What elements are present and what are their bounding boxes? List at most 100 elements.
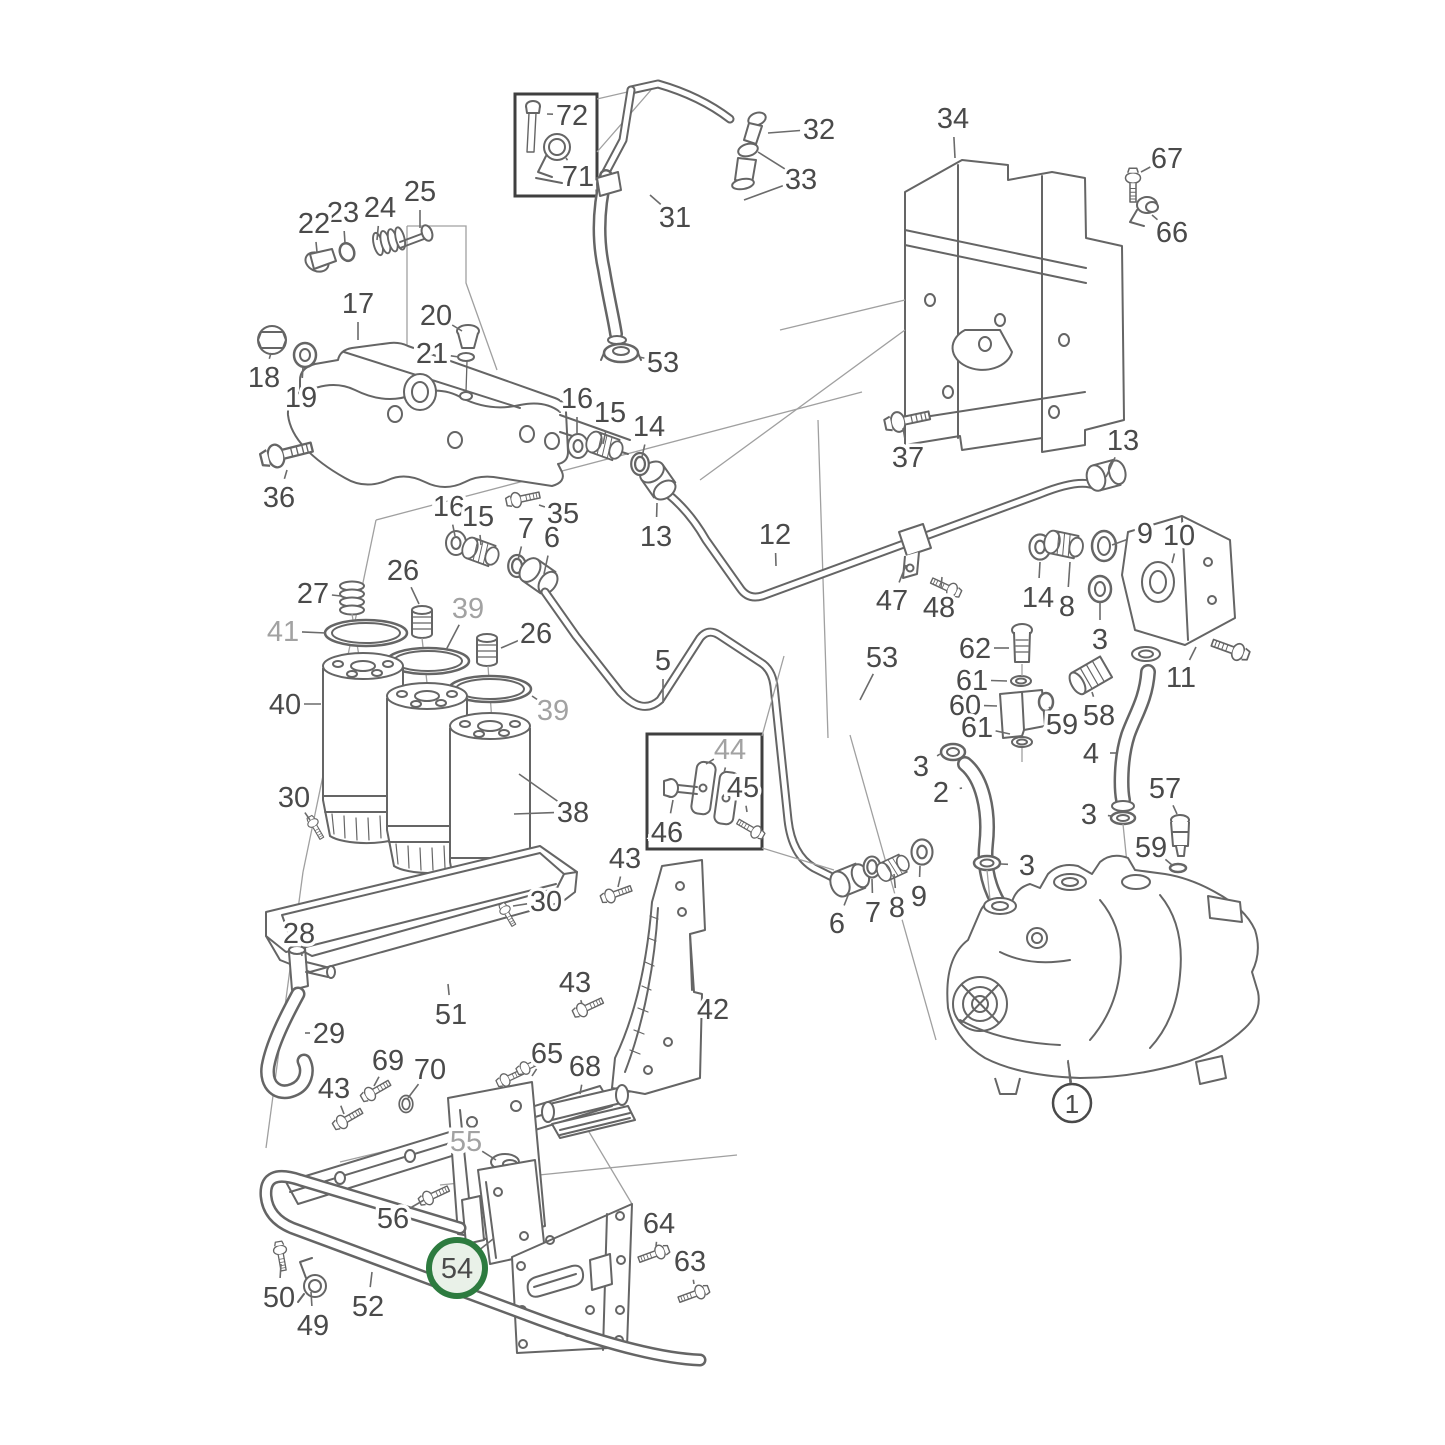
part-label-54[interactable]: 54 [426, 1237, 494, 1299]
part-label-30[interactable]: 30 [274, 779, 314, 821]
part-filter-header-17 [286, 341, 631, 488]
part-number-text: 69 [372, 1045, 404, 1077]
part-label-28[interactable]: 28 [279, 915, 319, 957]
part-frame-52 [259, 1170, 707, 1367]
part-label-2[interactable]: 2 [929, 774, 963, 813]
part-label-43[interactable]: 43 [314, 1070, 354, 1115]
part-label-39[interactable]: 39 [531, 692, 573, 731]
part-label-3[interactable]: 3 [1088, 602, 1112, 660]
part-label-36[interactable]: 36 [259, 469, 299, 518]
part-label-9[interactable]: 9 [1111, 515, 1157, 554]
part-label-5[interactable]: 5 [651, 642, 675, 703]
part-label-6[interactable]: 6 [540, 519, 564, 575]
part-label-55[interactable]: 55 [446, 1123, 497, 1162]
leader-line [340, 1105, 345, 1115]
part-label-63[interactable]: 63 [670, 1243, 710, 1285]
part-label-3[interactable]: 3 [909, 748, 941, 787]
part-label-23[interactable]: 23 [323, 194, 363, 244]
part-label-53[interactable]: 53 [638, 344, 683, 383]
part-label-42[interactable]: 42 [693, 991, 732, 1030]
part-label-38[interactable]: 38 [513, 773, 593, 833]
part-label-70[interactable]: 70 [407, 1051, 450, 1099]
part-label-48[interactable]: 48 [919, 576, 959, 628]
part-label-52[interactable]: 52 [348, 1271, 388, 1327]
part-label-16[interactable]: 16 [557, 380, 597, 434]
part-label-21[interactable]: 21 [412, 335, 460, 374]
part-label-8[interactable]: 8 [1055, 561, 1079, 627]
part-label-15[interactable]: 15 [458, 498, 498, 546]
part-label-72[interactable]: 72 [546, 97, 592, 136]
part-label-47[interactable]: 47 [872, 564, 912, 621]
part-label-3[interactable]: 3 [1077, 796, 1113, 835]
part-label-59[interactable]: 59 [1131, 829, 1173, 868]
part-label-59[interactable]: 59 [1042, 706, 1081, 745]
part-number-text: 23 [327, 197, 359, 229]
part-label-14[interactable]: 14 [629, 408, 669, 458]
part-label-15[interactable]: 15 [590, 394, 630, 445]
part-label-35[interactable]: 35 [538, 495, 583, 534]
part-label-10[interactable]: 10 [1159, 517, 1199, 564]
part-label-57[interactable]: 57 [1145, 770, 1185, 815]
part-label-4[interactable]: 4 [1079, 735, 1116, 774]
part-label-50[interactable]: 50 [259, 1263, 299, 1318]
part-label-25[interactable]: 25 [400, 173, 440, 228]
part-label-19[interactable]: 19 [281, 366, 321, 418]
part-label-43[interactable]: 43 [605, 840, 645, 888]
part-label-1[interactable]: 1 [1051, 1059, 1093, 1124]
leader-line [518, 773, 558, 802]
part-label-29[interactable]: 29 [305, 1015, 349, 1054]
leader-line [343, 230, 346, 244]
part-label-31[interactable]: 31 [649, 194, 695, 238]
part-label-69[interactable]: 69 [368, 1042, 408, 1087]
part-label-13[interactable]: 13 [636, 502, 676, 557]
part-label-12[interactable]: 12 [755, 516, 795, 567]
part-label-11[interactable]: 11 [1162, 646, 1200, 698]
part-label-45[interactable]: 45 [723, 769, 763, 813]
part-label-34[interactable]: 34 [933, 100, 973, 159]
part-label-26[interactable]: 26 [500, 615, 556, 654]
part-label-9[interactable]: 9 [907, 865, 931, 917]
part-label-22[interactable]: 22 [294, 205, 334, 253]
part-label-18[interactable]: 18 [244, 352, 284, 398]
part-label-6[interactable]: 6 [825, 892, 850, 944]
part-label-51[interactable]: 51 [431, 983, 471, 1035]
part-label-67[interactable]: 67 [1140, 140, 1187, 179]
part-label-64[interactable]: 64 [639, 1205, 679, 1247]
part-label-7[interactable]: 7 [514, 510, 538, 561]
part-label-71[interactable]: 71 [558, 158, 597, 197]
part-label-32[interactable]: 32 [767, 111, 839, 150]
part-label-41[interactable]: 41 [263, 613, 327, 652]
part-label-14[interactable]: 14 [1018, 561, 1058, 618]
part-label-16[interactable]: 16 [429, 488, 469, 537]
part-label-65[interactable]: 65 [527, 1035, 567, 1077]
part-label-27[interactable]: 27 [293, 575, 342, 614]
part-label-39[interactable]: 39 [445, 590, 488, 651]
part-label-66[interactable]: 66 [1151, 214, 1192, 253]
part-label-7[interactable]: 7 [861, 878, 885, 933]
part-label-49[interactable]: 49 [293, 1291, 333, 1346]
part-label-8[interactable]: 8 [885, 873, 909, 928]
part-label-62[interactable]: 62 [955, 630, 1009, 669]
part-label-13[interactable]: 13 [1103, 422, 1143, 478]
part-label-26[interactable]: 26 [383, 552, 423, 605]
part-number-text: 38 [557, 797, 589, 829]
part-label-20[interactable]: 20 [416, 297, 463, 336]
part-label-44[interactable]: 44 [705, 731, 750, 774]
part-label-60[interactable]: 60 [945, 687, 998, 726]
part-label-33[interactable]: 33 [743, 151, 821, 201]
part-number-text: 19 [285, 382, 317, 414]
part-label-37[interactable]: 37 [888, 427, 928, 478]
part-label-30[interactable]: 30 [512, 883, 566, 922]
part-label-17[interactable]: 17 [338, 285, 378, 340]
part-label-56[interactable]: 56 [373, 1199, 425, 1239]
part-label-40[interactable]: 40 [265, 686, 321, 725]
part-label-58[interactable]: 58 [1079, 691, 1119, 736]
part-label-3[interactable]: 3 [1000, 847, 1039, 886]
part-label-61[interactable]: 61 [957, 709, 1011, 748]
part-label-53[interactable]: 53 [859, 639, 902, 701]
part-label-61[interactable]: 61 [952, 662, 1008, 701]
part-label-68[interactable]: 68 [565, 1048, 605, 1095]
part-label-24[interactable]: 24 [360, 189, 400, 241]
part-label-43[interactable]: 43 [555, 964, 595, 1005]
part-label-46[interactable]: 46 [647, 799, 687, 853]
